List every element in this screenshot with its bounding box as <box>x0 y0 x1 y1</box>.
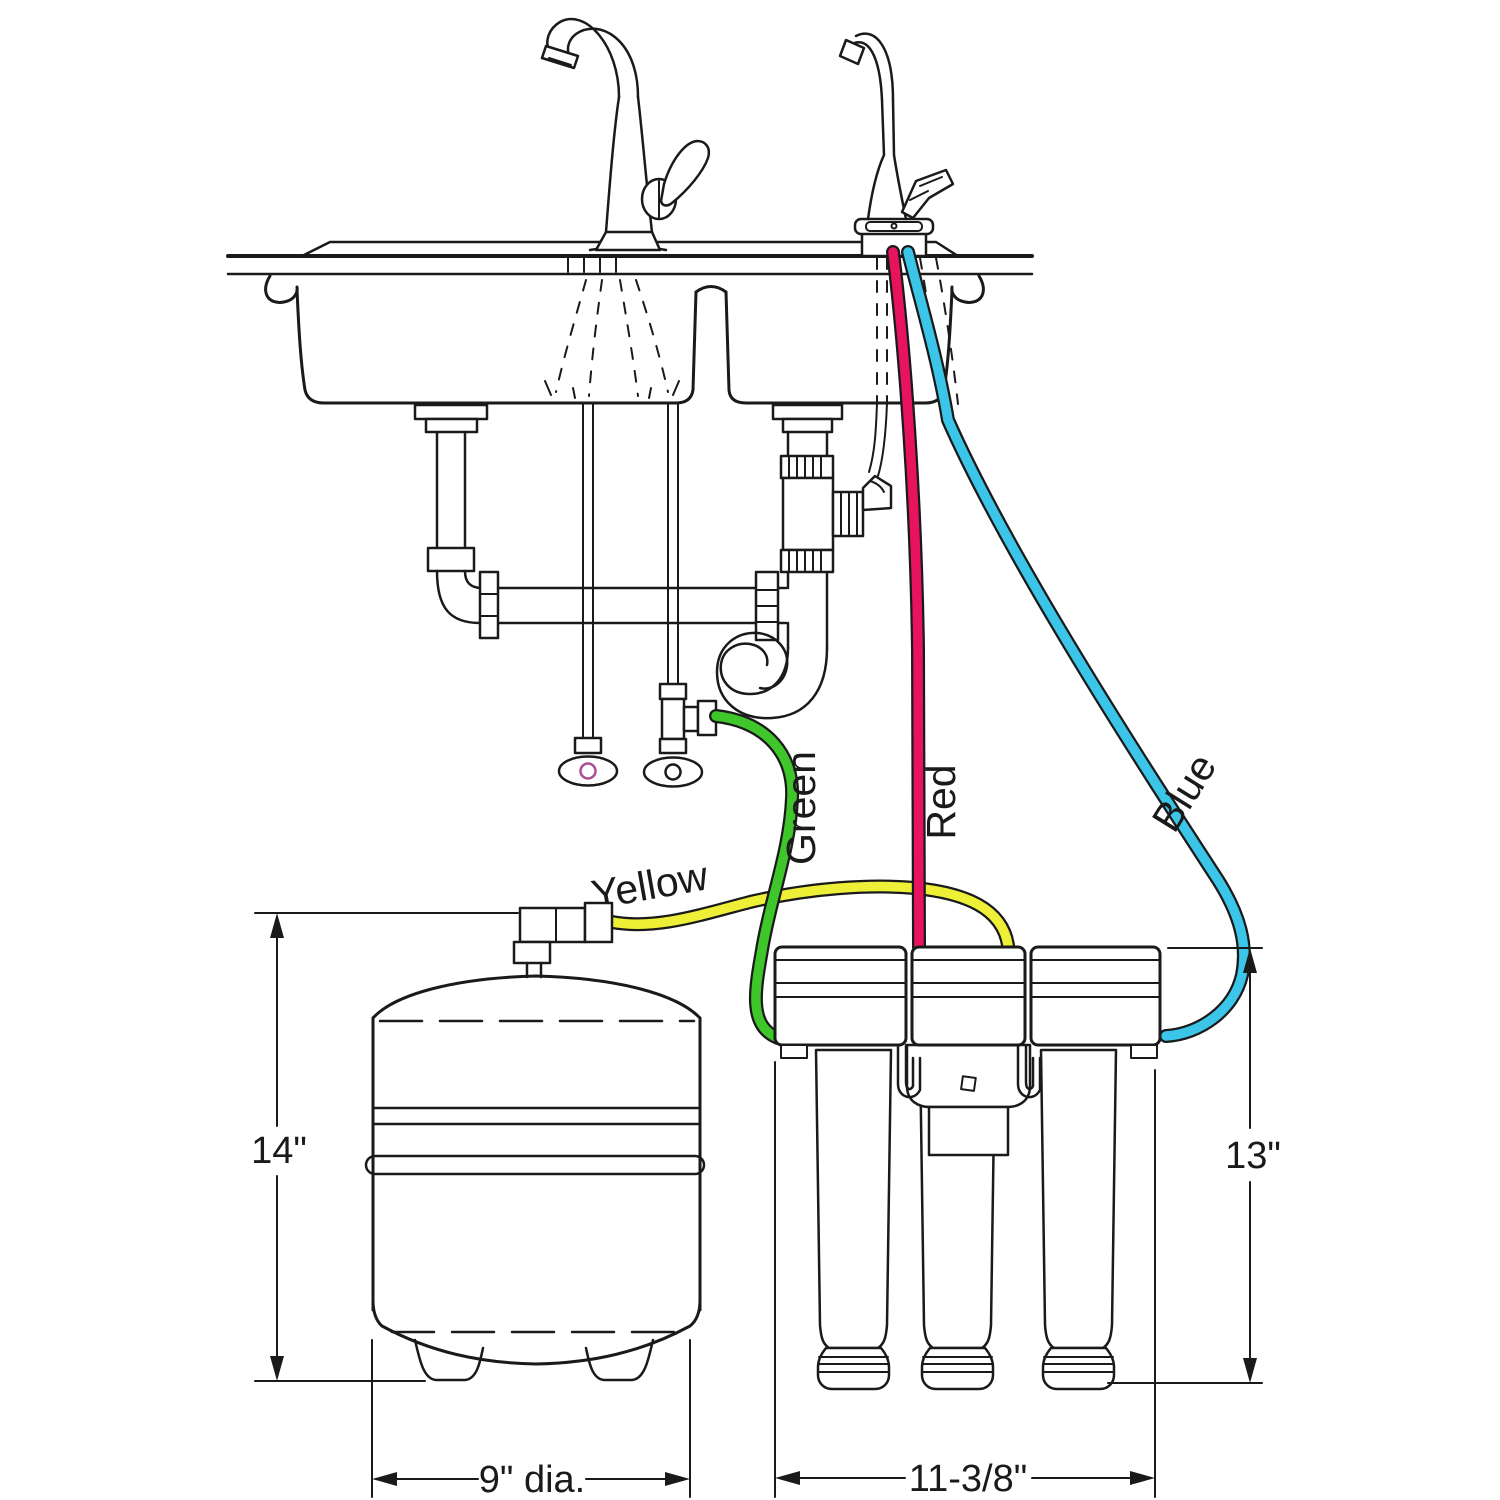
junction-collar <box>754 570 780 642</box>
tank-ring <box>364 1154 706 1176</box>
red-tube-label: Red <box>918 764 964 839</box>
feed-tee-body <box>660 697 686 741</box>
bracket-hooks <box>896 1043 1042 1099</box>
ro-drain-tube <box>868 402 878 473</box>
tank-foot-right <box>584 1338 655 1382</box>
green-tube-label: Green <box>778 751 824 865</box>
ro-faucet-spout-tip <box>838 38 866 66</box>
ro-faucet-handle <box>900 168 955 220</box>
filter-head <box>773 945 1162 1059</box>
ro-faucet <box>838 32 955 258</box>
dimension-tank-diameter: 9" dia. <box>371 1339 691 1500</box>
basin-divider <box>694 285 728 294</box>
filter-width-label: 11-3/8" <box>909 1458 1027 1500</box>
dimension-filter-width: 11-3/8" <box>774 1061 1156 1500</box>
head-tab <box>1130 1044 1158 1059</box>
slip-nut-lower <box>779 548 835 574</box>
red-tube <box>886 245 926 954</box>
yellow-tube <box>605 879 1015 952</box>
faucet-handle <box>640 139 711 221</box>
kitchen-faucet <box>540 17 711 252</box>
tank-diameter-label: 9" dia. <box>479 1459 585 1500</box>
drain-saddle <box>831 474 893 538</box>
drain-plumbing <box>413 402 893 720</box>
slip-nut-upper <box>779 454 835 480</box>
filter-unit <box>773 945 1162 1391</box>
filter-cartridge-1 <box>814 1048 893 1391</box>
tank-elbow-fitting <box>512 901 614 979</box>
faucet-spout-tip <box>540 44 580 70</box>
drain-tee <box>781 476 835 552</box>
p-trap <box>715 631 829 720</box>
filter-cartridge-3 <box>1039 1048 1118 1391</box>
supply-lines <box>582 402 679 739</box>
blue-tube <box>901 245 1251 1043</box>
pipe-collar <box>478 570 500 640</box>
dimension-tank-height: 14" <box>251 912 519 1382</box>
faucet-water-streams <box>544 257 680 399</box>
green-tube <box>709 709 800 1045</box>
filter-height-label: 13" <box>1225 1135 1281 1177</box>
tank-height-label: 14" <box>251 1130 307 1172</box>
tank-foot-left <box>413 1338 485 1382</box>
hot-valve-handle <box>557 755 619 787</box>
hot-valve <box>557 736 619 787</box>
cold-valve-handle <box>642 756 704 788</box>
head-tab <box>780 1044 808 1059</box>
mounting-bracket <box>905 1043 1032 1157</box>
sink-basins <box>264 274 985 405</box>
storage-tank <box>364 901 706 1382</box>
cold-valve <box>642 682 718 788</box>
dimension-filter-height: 13" <box>1107 947 1281 1384</box>
